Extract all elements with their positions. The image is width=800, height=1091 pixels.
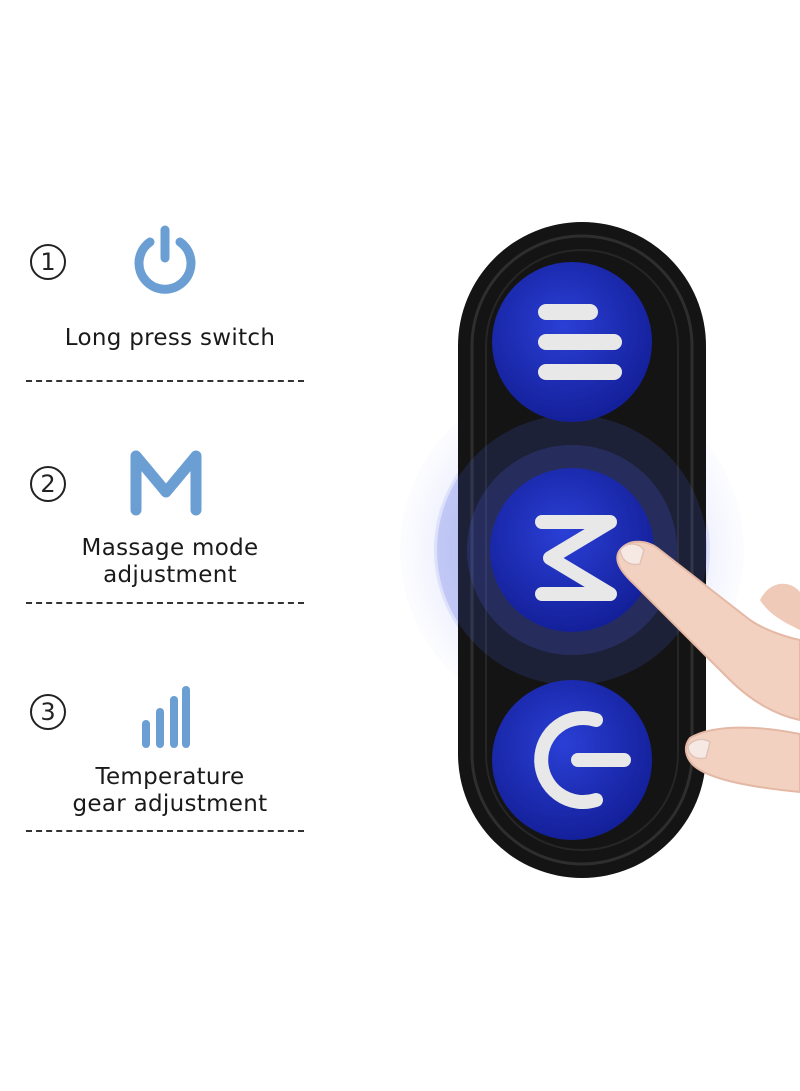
caption-line: Temperature — [95, 764, 245, 790]
m-zigzag-icon — [535, 515, 617, 601]
number-text: 3 — [40, 698, 56, 726]
caption-line: Long press switch — [64, 325, 276, 351]
power-icon — [534, 711, 631, 809]
dashed-divider — [26, 830, 304, 832]
remote-controller — [400, 200, 800, 904]
caption-line: adjustment — [103, 562, 237, 588]
caption: Massage mode adjustment — [20, 535, 320, 589]
pointing-hand-image — [600, 520, 800, 824]
caption-line: Massage mode — [81, 535, 259, 561]
remote-button-top[interactable] — [492, 262, 652, 422]
remote-button-middle[interactable] — [490, 468, 654, 632]
number-text: 2 — [40, 470, 56, 498]
power-icon — [130, 224, 200, 298]
m-letter-icon — [130, 448, 202, 520]
dashed-divider — [26, 602, 304, 604]
number-badge: 3 — [30, 694, 66, 730]
remote-button-bottom[interactable] — [492, 680, 652, 840]
caption-line: gear adjustment — [72, 791, 268, 817]
number-badge: 2 — [30, 466, 66, 502]
caption: Long press switch — [20, 325, 320, 352]
three-lines-icon — [538, 304, 622, 380]
dashed-divider — [26, 380, 304, 382]
number-text: 1 — [40, 248, 56, 276]
caption: Temperature gear adjustment — [20, 764, 320, 818]
number-badge: 1 — [30, 244, 66, 280]
signal-bars-icon — [138, 682, 192, 756]
